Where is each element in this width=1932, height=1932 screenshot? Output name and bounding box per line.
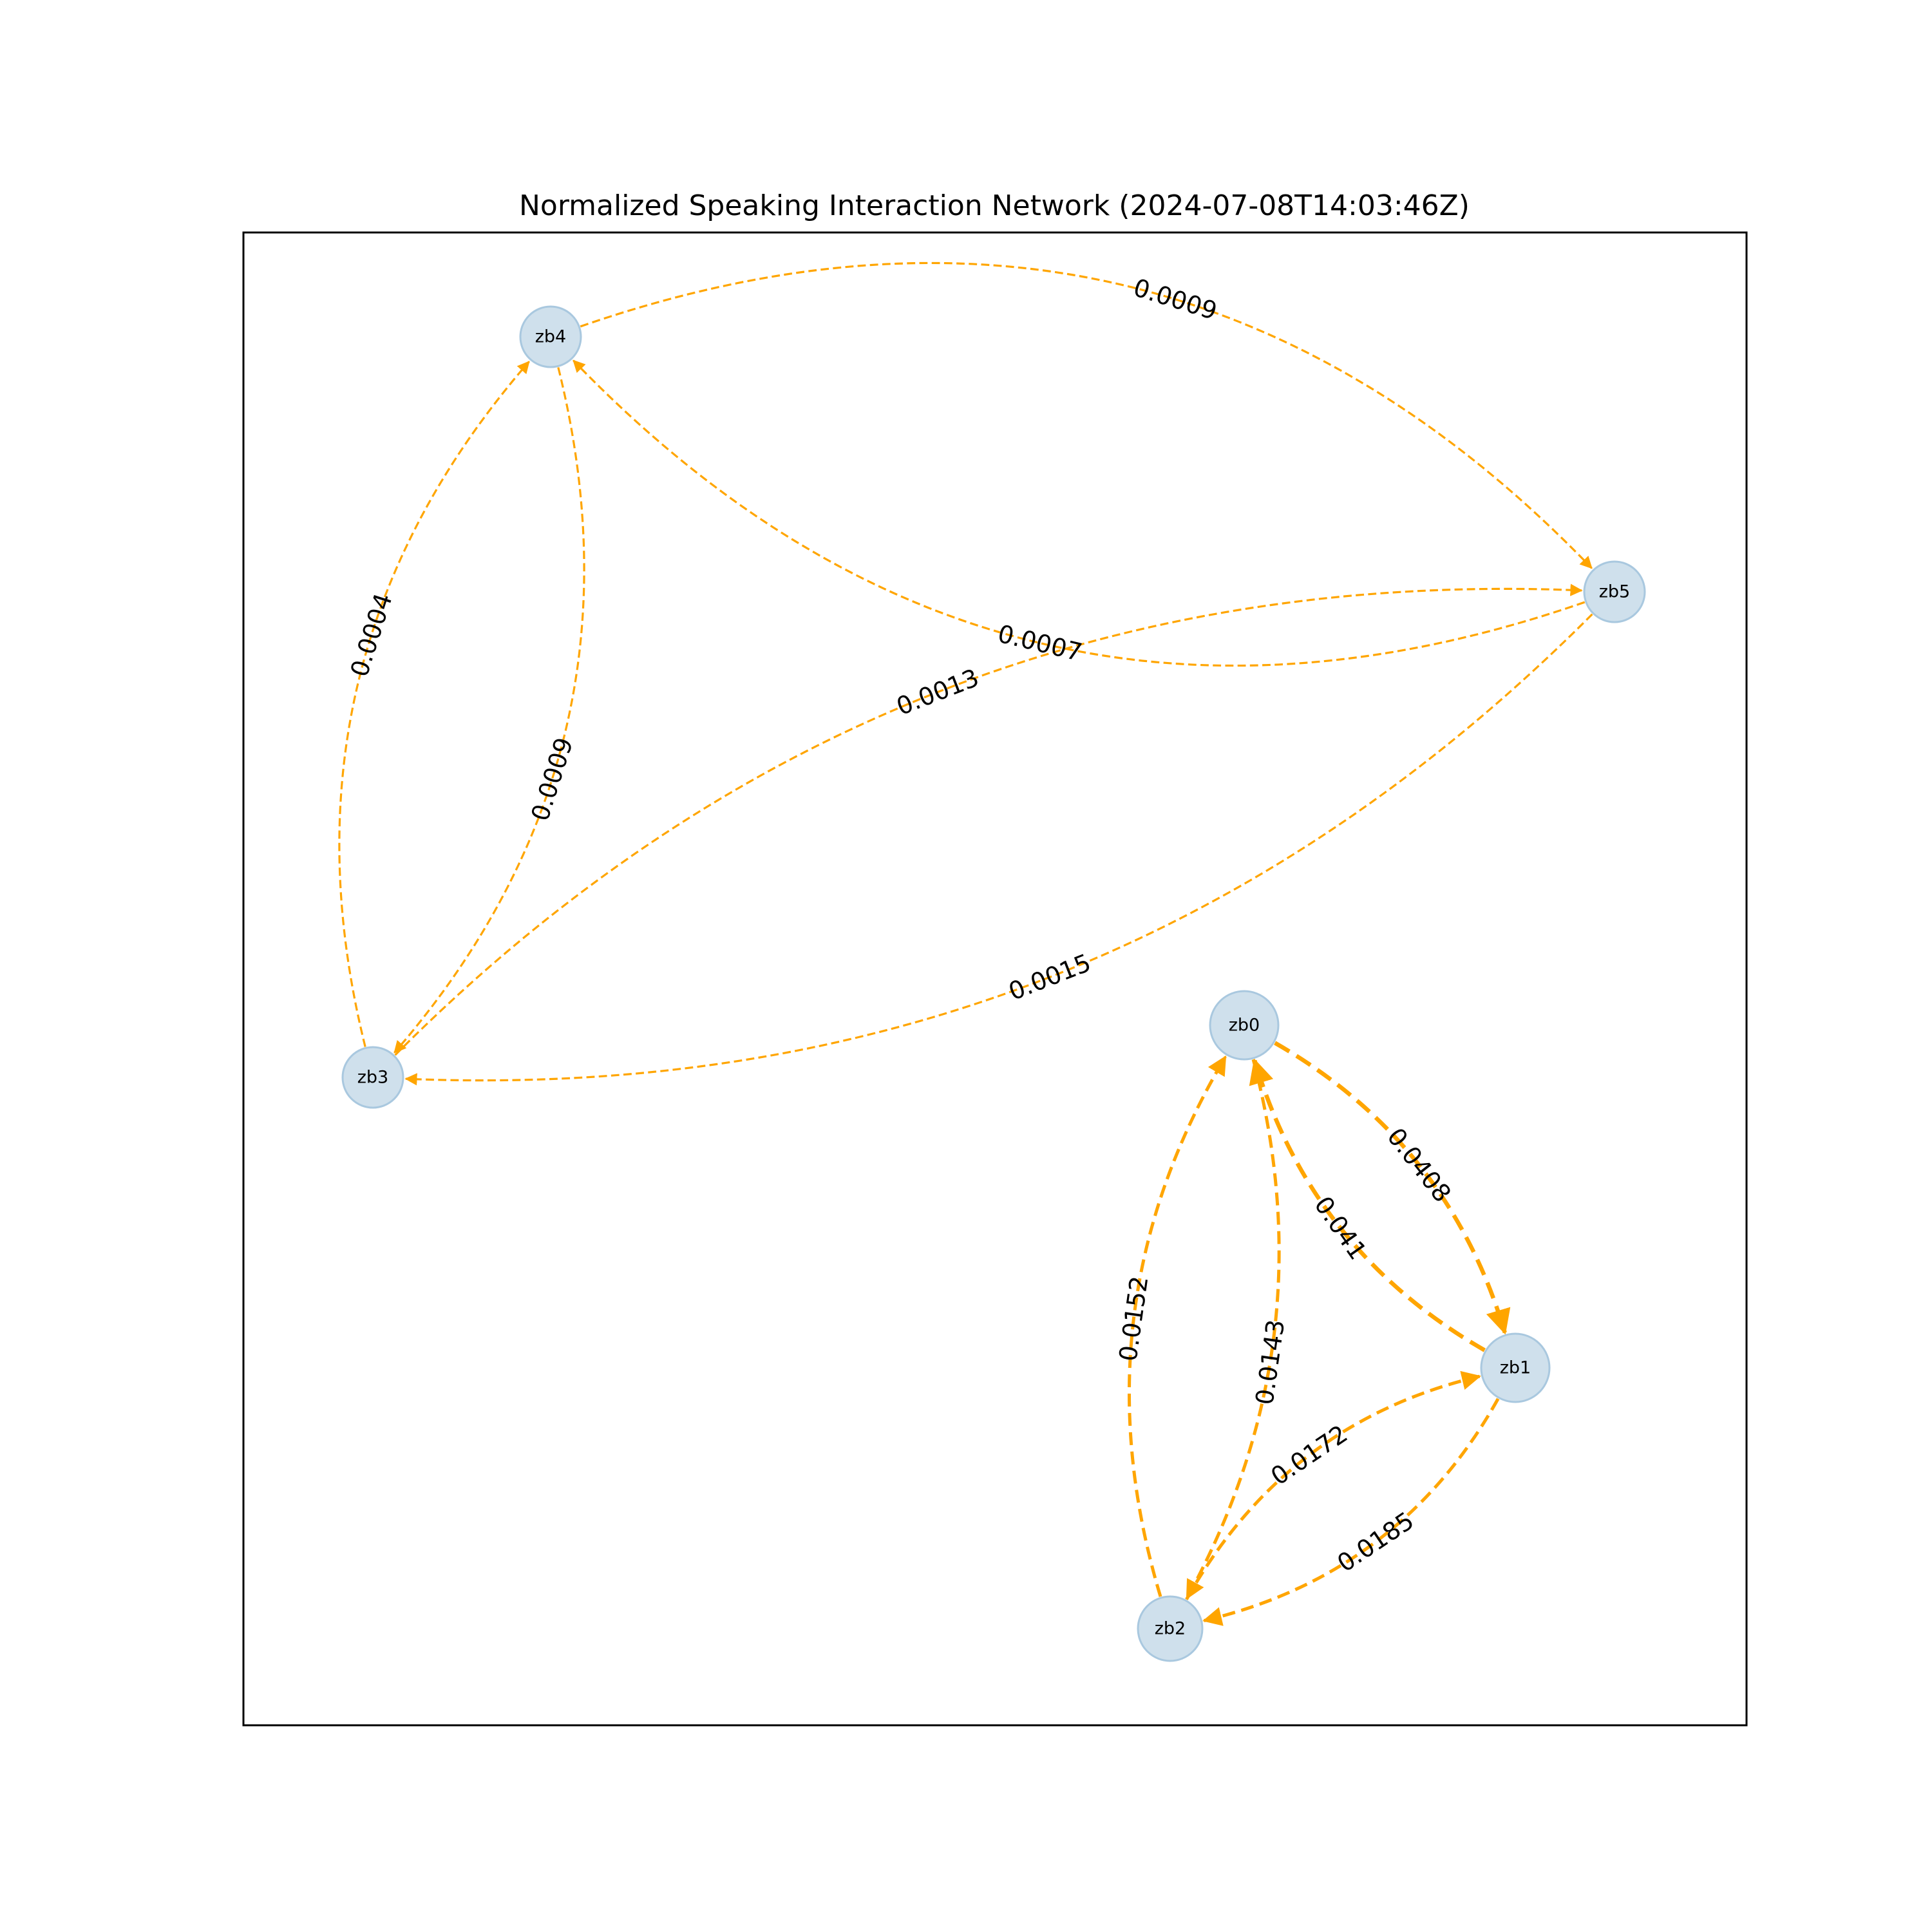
edges-layer <box>338 261 1593 1626</box>
node-circle-zb0 <box>1209 990 1280 1061</box>
edge-zb4-zb3 <box>393 367 585 1054</box>
node-circle-zb3 <box>341 1046 404 1109</box>
edge-zb5-zb4 <box>573 359 1586 667</box>
node-label-zb2: zb2 <box>1155 1619 1186 1639</box>
edge-zb1-zb0 <box>1249 1058 1486 1352</box>
node-label-zb5: zb5 <box>1599 582 1631 602</box>
node-circle-zb2 <box>1137 1595 1204 1662</box>
figure-title: Normalized Speaking Interaction Network … <box>519 189 1470 222</box>
node-label-zb4: zb4 <box>535 327 567 347</box>
node-zb0: zb0 <box>1209 990 1280 1061</box>
node-circle-zb5 <box>1583 560 1646 623</box>
node-circle-zb1 <box>1480 1332 1551 1403</box>
node-zb4: zb4 <box>519 305 582 368</box>
node-zb1: zb1 <box>1480 1332 1551 1403</box>
nodes-layer: zb0 zb1 zb2 zb3 zb4 zb5 <box>341 305 1646 1662</box>
edge-zb0-zb1 <box>1274 1041 1511 1335</box>
node-label-zb1: zb1 <box>1500 1358 1531 1378</box>
node-zb5: zb5 <box>1583 560 1646 623</box>
node-circle-zb4 <box>519 305 582 368</box>
edge-zb4-zb5 <box>580 261 1593 569</box>
edge-zb5-zb3 <box>404 613 1593 1086</box>
edge-zb3-zb5 <box>394 583 1583 1056</box>
node-label-zb0: zb0 <box>1229 1016 1260 1036</box>
plot-frame <box>242 231 1748 1727</box>
edge-zb0-zb2 <box>1185 1059 1281 1600</box>
node-zb3: zb3 <box>341 1046 404 1109</box>
node-zb2: zb2 <box>1137 1595 1204 1662</box>
edge-zb3-zb4 <box>338 361 530 1047</box>
edge-zb2-zb0 <box>1127 1055 1227 1597</box>
node-label-zb3: zb3 <box>357 1068 389 1088</box>
